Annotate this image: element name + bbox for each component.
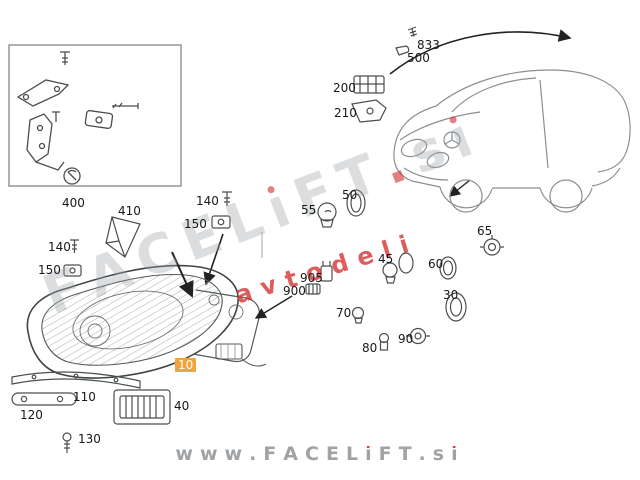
part-label-80: 80 bbox=[362, 341, 378, 355]
cover-wedge-410 bbox=[105, 216, 141, 258]
part-label-410: 410 bbox=[118, 204, 141, 218]
part-label-833: 833 bbox=[417, 38, 440, 52]
part-label-50: 50 bbox=[342, 188, 358, 202]
part-label-110: 110 bbox=[73, 390, 96, 404]
part-label-130: 130 bbox=[78, 432, 101, 446]
part-label-140: 140 bbox=[48, 240, 71, 254]
part-label-140: 140 bbox=[196, 194, 219, 208]
part-label-30: 30 bbox=[443, 288, 459, 302]
part-label-210: 210 bbox=[334, 106, 357, 120]
mounting-kit-parts bbox=[16, 51, 139, 185]
part-label-150: 150 bbox=[38, 263, 61, 277]
car-sketch bbox=[393, 69, 631, 213]
part-label-500: 500 bbox=[407, 51, 430, 65]
part-label-120: 120 bbox=[20, 408, 43, 422]
arrow-from-car bbox=[448, 179, 471, 197]
part-label-45: 45 bbox=[378, 252, 394, 266]
part-label-60: 60 bbox=[428, 257, 444, 271]
part-label-200: 200 bbox=[333, 81, 356, 95]
part-label-90: 90 bbox=[398, 332, 414, 346]
arrow-to-car bbox=[389, 29, 572, 75]
part-label-905: 905 bbox=[300, 271, 323, 285]
mounting-kit-box bbox=[8, 44, 182, 187]
part-label-65: 65 bbox=[477, 224, 493, 238]
arrow-to-housing-1 bbox=[203, 233, 224, 286]
part-label-150: 150 bbox=[184, 217, 207, 231]
headlight-assembly bbox=[26, 264, 267, 379]
part-label-40: 40 bbox=[174, 399, 190, 413]
arrow-to-housing-2 bbox=[171, 251, 194, 298]
part-label-400: 400 bbox=[62, 196, 85, 210]
part-label-55: 55 bbox=[301, 203, 317, 217]
part-label-900: 900 bbox=[283, 284, 306, 298]
part-label-70: 70 bbox=[336, 306, 352, 320]
arrow-to-housing-3 bbox=[254, 295, 293, 319]
bulbs-cluster bbox=[317, 189, 504, 351]
bottom-parts bbox=[11, 371, 171, 453]
fastener-140-150-left bbox=[63, 239, 82, 277]
top-small-parts bbox=[351, 26, 417, 123]
fastener-140-150-mid bbox=[211, 191, 232, 229]
adjuster-900-905 bbox=[261, 232, 333, 295]
part-label-10: 10 bbox=[175, 358, 197, 372]
